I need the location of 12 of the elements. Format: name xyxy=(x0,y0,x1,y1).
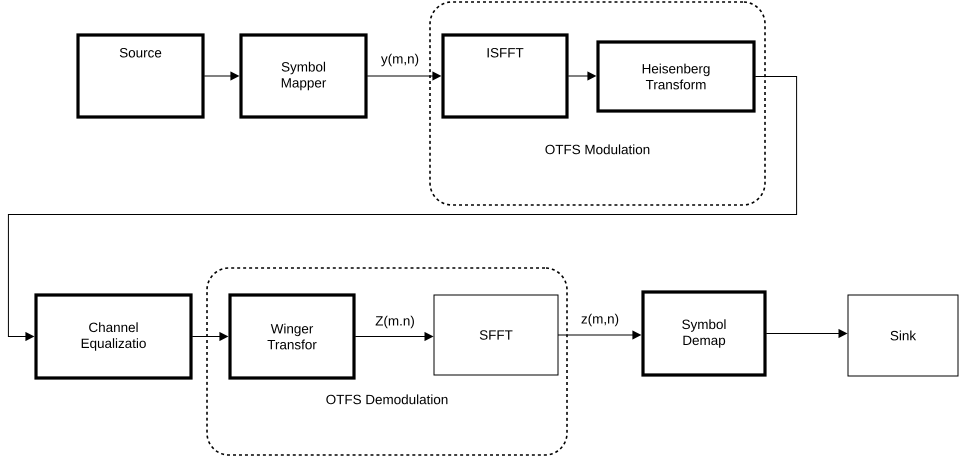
process-box: Sink xyxy=(848,294,958,376)
process-box: Symbol Mapper xyxy=(239,33,368,119)
edge-label: Z(m.n) xyxy=(374,314,416,330)
process-box: Symbol Demap xyxy=(641,290,767,377)
process-box: Source xyxy=(76,33,205,119)
process-box: ISFFT xyxy=(441,33,569,119)
process-box: Channel Equalizatio xyxy=(34,293,193,380)
process-box: Heisenberg Transform xyxy=(596,40,756,113)
edge-label: z(m,n) xyxy=(580,312,620,328)
process-box: Winger Transfor xyxy=(228,293,356,380)
edge-label: y(m,n) xyxy=(380,52,420,68)
process-box: SFFT xyxy=(434,294,558,376)
